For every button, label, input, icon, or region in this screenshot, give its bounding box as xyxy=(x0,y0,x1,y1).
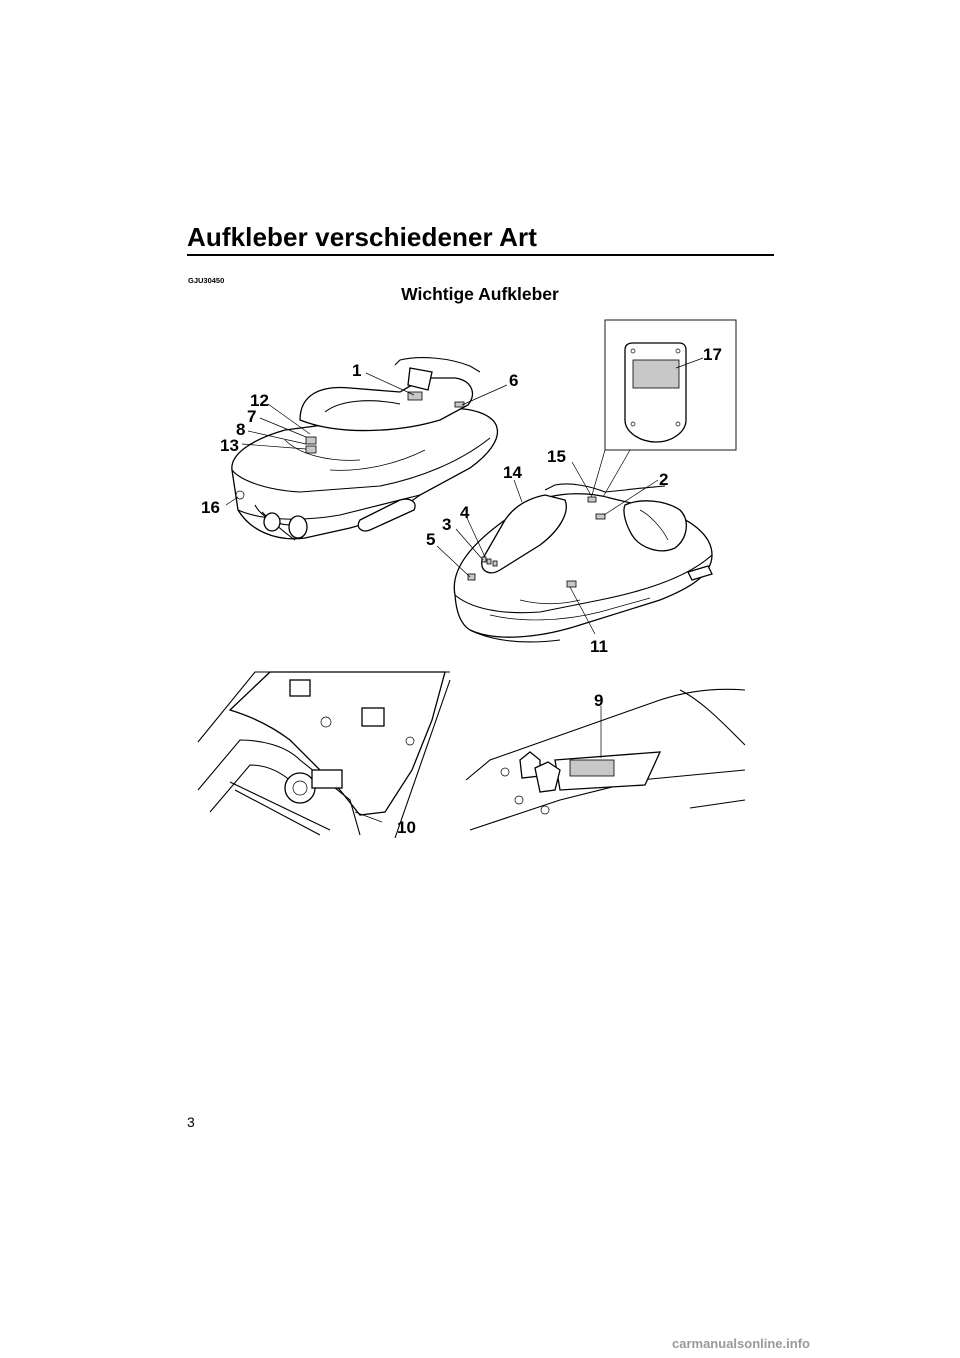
callout-16: 16 xyxy=(201,498,220,517)
callout-13: 13 xyxy=(220,436,239,455)
inset-label-detail xyxy=(591,319,737,498)
section-heading: Wichtige Aufkleber xyxy=(401,284,559,304)
callout-7: 7 xyxy=(247,407,256,426)
callout-4: 4 xyxy=(460,503,470,522)
callout-15: 15 xyxy=(547,447,566,466)
callout-leaders-fig2 xyxy=(436,461,659,635)
callout-8: 8 xyxy=(236,420,245,439)
callout-2: 2 xyxy=(659,470,668,489)
engine-compartment-view xyxy=(197,671,451,839)
watercraft-rear-view xyxy=(231,357,499,541)
page-title: Aufkleber verschiedener Art xyxy=(187,222,537,252)
page-number: 3 xyxy=(187,1114,195,1130)
callout-11: 11 xyxy=(590,637,608,656)
callout-leaders-fig1 xyxy=(225,372,508,506)
callout-5: 5 xyxy=(426,530,435,549)
callout-10: 10 xyxy=(397,818,416,837)
callout-12: 12 xyxy=(250,391,269,410)
callout-3: 3 xyxy=(442,515,451,534)
document-code: GJU30450 xyxy=(188,276,225,285)
callout-14: 14 xyxy=(503,463,522,482)
callout-1: 1 xyxy=(352,361,361,380)
callout-17: 17 xyxy=(703,345,722,364)
callout-9: 9 xyxy=(594,691,603,710)
title-rule xyxy=(187,254,774,256)
watercraft-front-view xyxy=(453,483,713,643)
footer-watermark: carmanualsonline.info xyxy=(672,1336,810,1351)
storage-compartment-view xyxy=(465,688,746,831)
callout-6: 6 xyxy=(509,371,518,390)
